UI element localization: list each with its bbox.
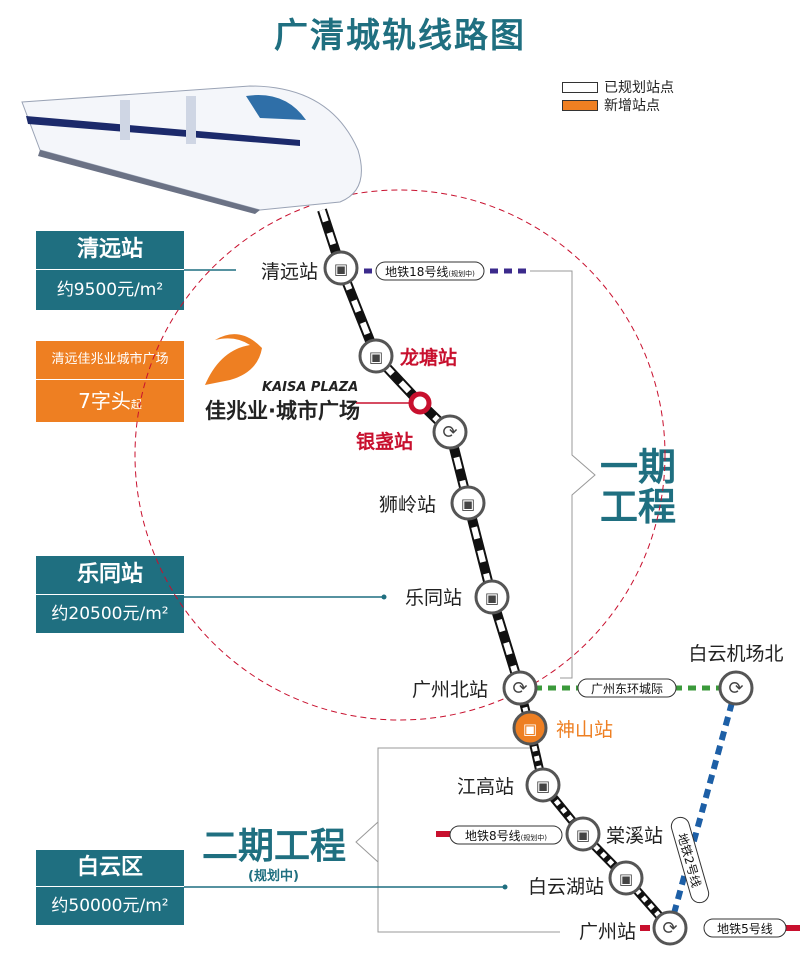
price-box-price: 约20500元/m² <box>36 594 184 633</box>
price-box-baiyun: 白云区 约50000元/m² <box>36 850 184 925</box>
station-marker <box>512 710 548 746</box>
station-4[interactable]: ▣ 乐同站 <box>405 579 510 615</box>
price-box-letong: 乐同站 约20500元/m² <box>36 556 184 633</box>
page-title: 广清城轨线路图 <box>274 16 526 56</box>
station-label: 广州北站 <box>412 679 488 701</box>
kaisa-location-marker[interactable] <box>408 391 432 415</box>
line-metro-2 <box>667 687 739 929</box>
price-box-kaisa: 清远佳兆业城市广场 7字头起 <box>36 341 184 422</box>
price-box-qingyuan: 清远站 约9500元/m² <box>36 231 184 310</box>
train-icon: ▣ <box>485 589 499 607</box>
label-east-ring-text: 广州东环城际 <box>591 682 663 696</box>
price-box-price: 7字头起 <box>36 379 184 422</box>
label-metro-18-text: 地铁18号线(规划中) <box>385 265 475 279</box>
train-icon: ▣ <box>334 260 348 278</box>
label-metro-2: 地铁2号线 <box>670 816 710 904</box>
station-label: 银盏站 <box>356 430 413 453</box>
station-label: 白云湖站 <box>528 876 604 898</box>
phase1-label-line2: 工程 <box>600 484 677 529</box>
station-label: 广州站 <box>579 921 636 943</box>
pointer-letong-dot <box>381 594 387 600</box>
price-box-title: 白云区 <box>36 850 184 886</box>
station-label: 江高站 <box>457 776 514 798</box>
price-box-title: 乐同站 <box>36 556 184 594</box>
train-icon: ▣ <box>576 826 590 844</box>
train-icon: ▣ <box>523 720 537 738</box>
interchange-icon: ⟳ <box>442 422 457 443</box>
train-illustration <box>21 85 362 214</box>
legend-swatch-planned <box>562 81 598 93</box>
kaisa-logo-en: KAISA PLAZA <box>262 380 359 395</box>
label-east-ring: 广州东环城际 <box>577 678 677 698</box>
stations-layer: ▣ 清远站 ▣ 龙塘站 ⟳ 银盏站 ▣ 狮岭站 ▣ 乐同站 ⟳ 广州北站 ▣ 神山站 ▣ 江高站 ▣ 棠溪站 ▣ 白云… <box>261 250 784 946</box>
station-marker <box>358 338 394 374</box>
train-icon: ▣ <box>619 870 633 888</box>
station-label: 白云机场北 <box>688 643 783 665</box>
interchange-icon: ⟳ <box>512 678 527 699</box>
station-marker <box>323 250 359 286</box>
price-box-price: 约9500元/m² <box>36 269 184 310</box>
station-2[interactable]: ⟳ 银盏站 <box>356 414 468 453</box>
station-label: 清远站 <box>261 261 318 283</box>
train-icon: ▣ <box>461 495 475 513</box>
label-metro-8-text: 地铁8号线(规划中) <box>465 829 547 843</box>
station-marker <box>525 767 561 803</box>
station-0[interactable]: ▣ 清远站 <box>261 250 359 286</box>
station-8[interactable]: ▣ 棠溪站 <box>565 816 663 852</box>
station-marker <box>450 485 486 521</box>
legend-new: 新增站点 <box>562 96 674 114</box>
price-value: 7字头 <box>78 389 131 413</box>
coverage-circle <box>134 189 666 721</box>
phase2-note: (规划中) <box>248 869 299 884</box>
station-label: 狮岭站 <box>379 494 436 516</box>
legend: 已规划站点 新增站点 <box>562 78 674 114</box>
station-11[interactable]: ⟳ 白云机场北 <box>688 643 784 706</box>
phase2-bracket <box>355 821 379 863</box>
legend-planned-label: 已规划站点 <box>604 80 674 96</box>
interchange-icon: ⟳ <box>662 918 677 939</box>
price-suffix: 起 <box>130 398 142 411</box>
station-label: 龙塘站 <box>400 346 457 369</box>
station-marker <box>432 414 468 450</box>
label-metro-18: 地铁18号线(规划中) <box>375 261 485 281</box>
legend-planned: 已规划站点 <box>562 78 674 96</box>
station-9[interactable]: ▣ 白云湖站 <box>528 860 644 898</box>
label-metro-8: 地铁8号线(规划中) <box>449 825 563 845</box>
station-label: 神山站 <box>556 719 613 741</box>
station-7[interactable]: ▣ 江高站 <box>457 767 561 803</box>
train-icon: ▣ <box>536 777 550 795</box>
station-marker <box>565 816 601 852</box>
station-1[interactable]: ▣ 龙塘站 <box>358 338 457 374</box>
phase2-bracket-box <box>377 747 560 933</box>
station-5[interactable]: ⟳ 广州北站 <box>412 670 538 706</box>
interchange-icon: ⟳ <box>728 678 743 699</box>
station-label: 乐同站 <box>405 587 462 609</box>
price-box-price: 约50000元/m² <box>36 886 184 925</box>
train-icon: ▣ <box>369 348 383 366</box>
kaisa-logo-mark <box>205 334 262 385</box>
kaisa-logo-cn: 佳兆业·城市广场 <box>205 399 360 423</box>
station-marker <box>718 670 754 706</box>
pointer-baiyun-dot <box>502 884 508 890</box>
station-marker <box>474 579 510 615</box>
phase1-bracket <box>530 270 596 679</box>
station-label: 棠溪站 <box>606 825 663 847</box>
price-box-title: 清远站 <box>36 231 184 269</box>
legend-new-label: 新增站点 <box>604 98 660 114</box>
legend-swatch-new <box>562 99 598 111</box>
station-marker <box>502 670 538 706</box>
station-marker <box>652 910 688 946</box>
station-10[interactable]: ⟳ 广州站 <box>579 910 688 946</box>
label-metro-5: 地铁5号线 <box>703 918 787 938</box>
label-metro-5-text: 地铁5号线 <box>717 922 773 936</box>
price-box-title: 清远佳兆业城市广场 <box>36 341 184 379</box>
station-marker <box>608 860 644 896</box>
station-3[interactable]: ▣ 狮岭站 <box>379 485 486 521</box>
station-6[interactable]: ▣ 神山站 <box>512 710 613 746</box>
phase2-label: 二期工程 <box>202 826 347 867</box>
